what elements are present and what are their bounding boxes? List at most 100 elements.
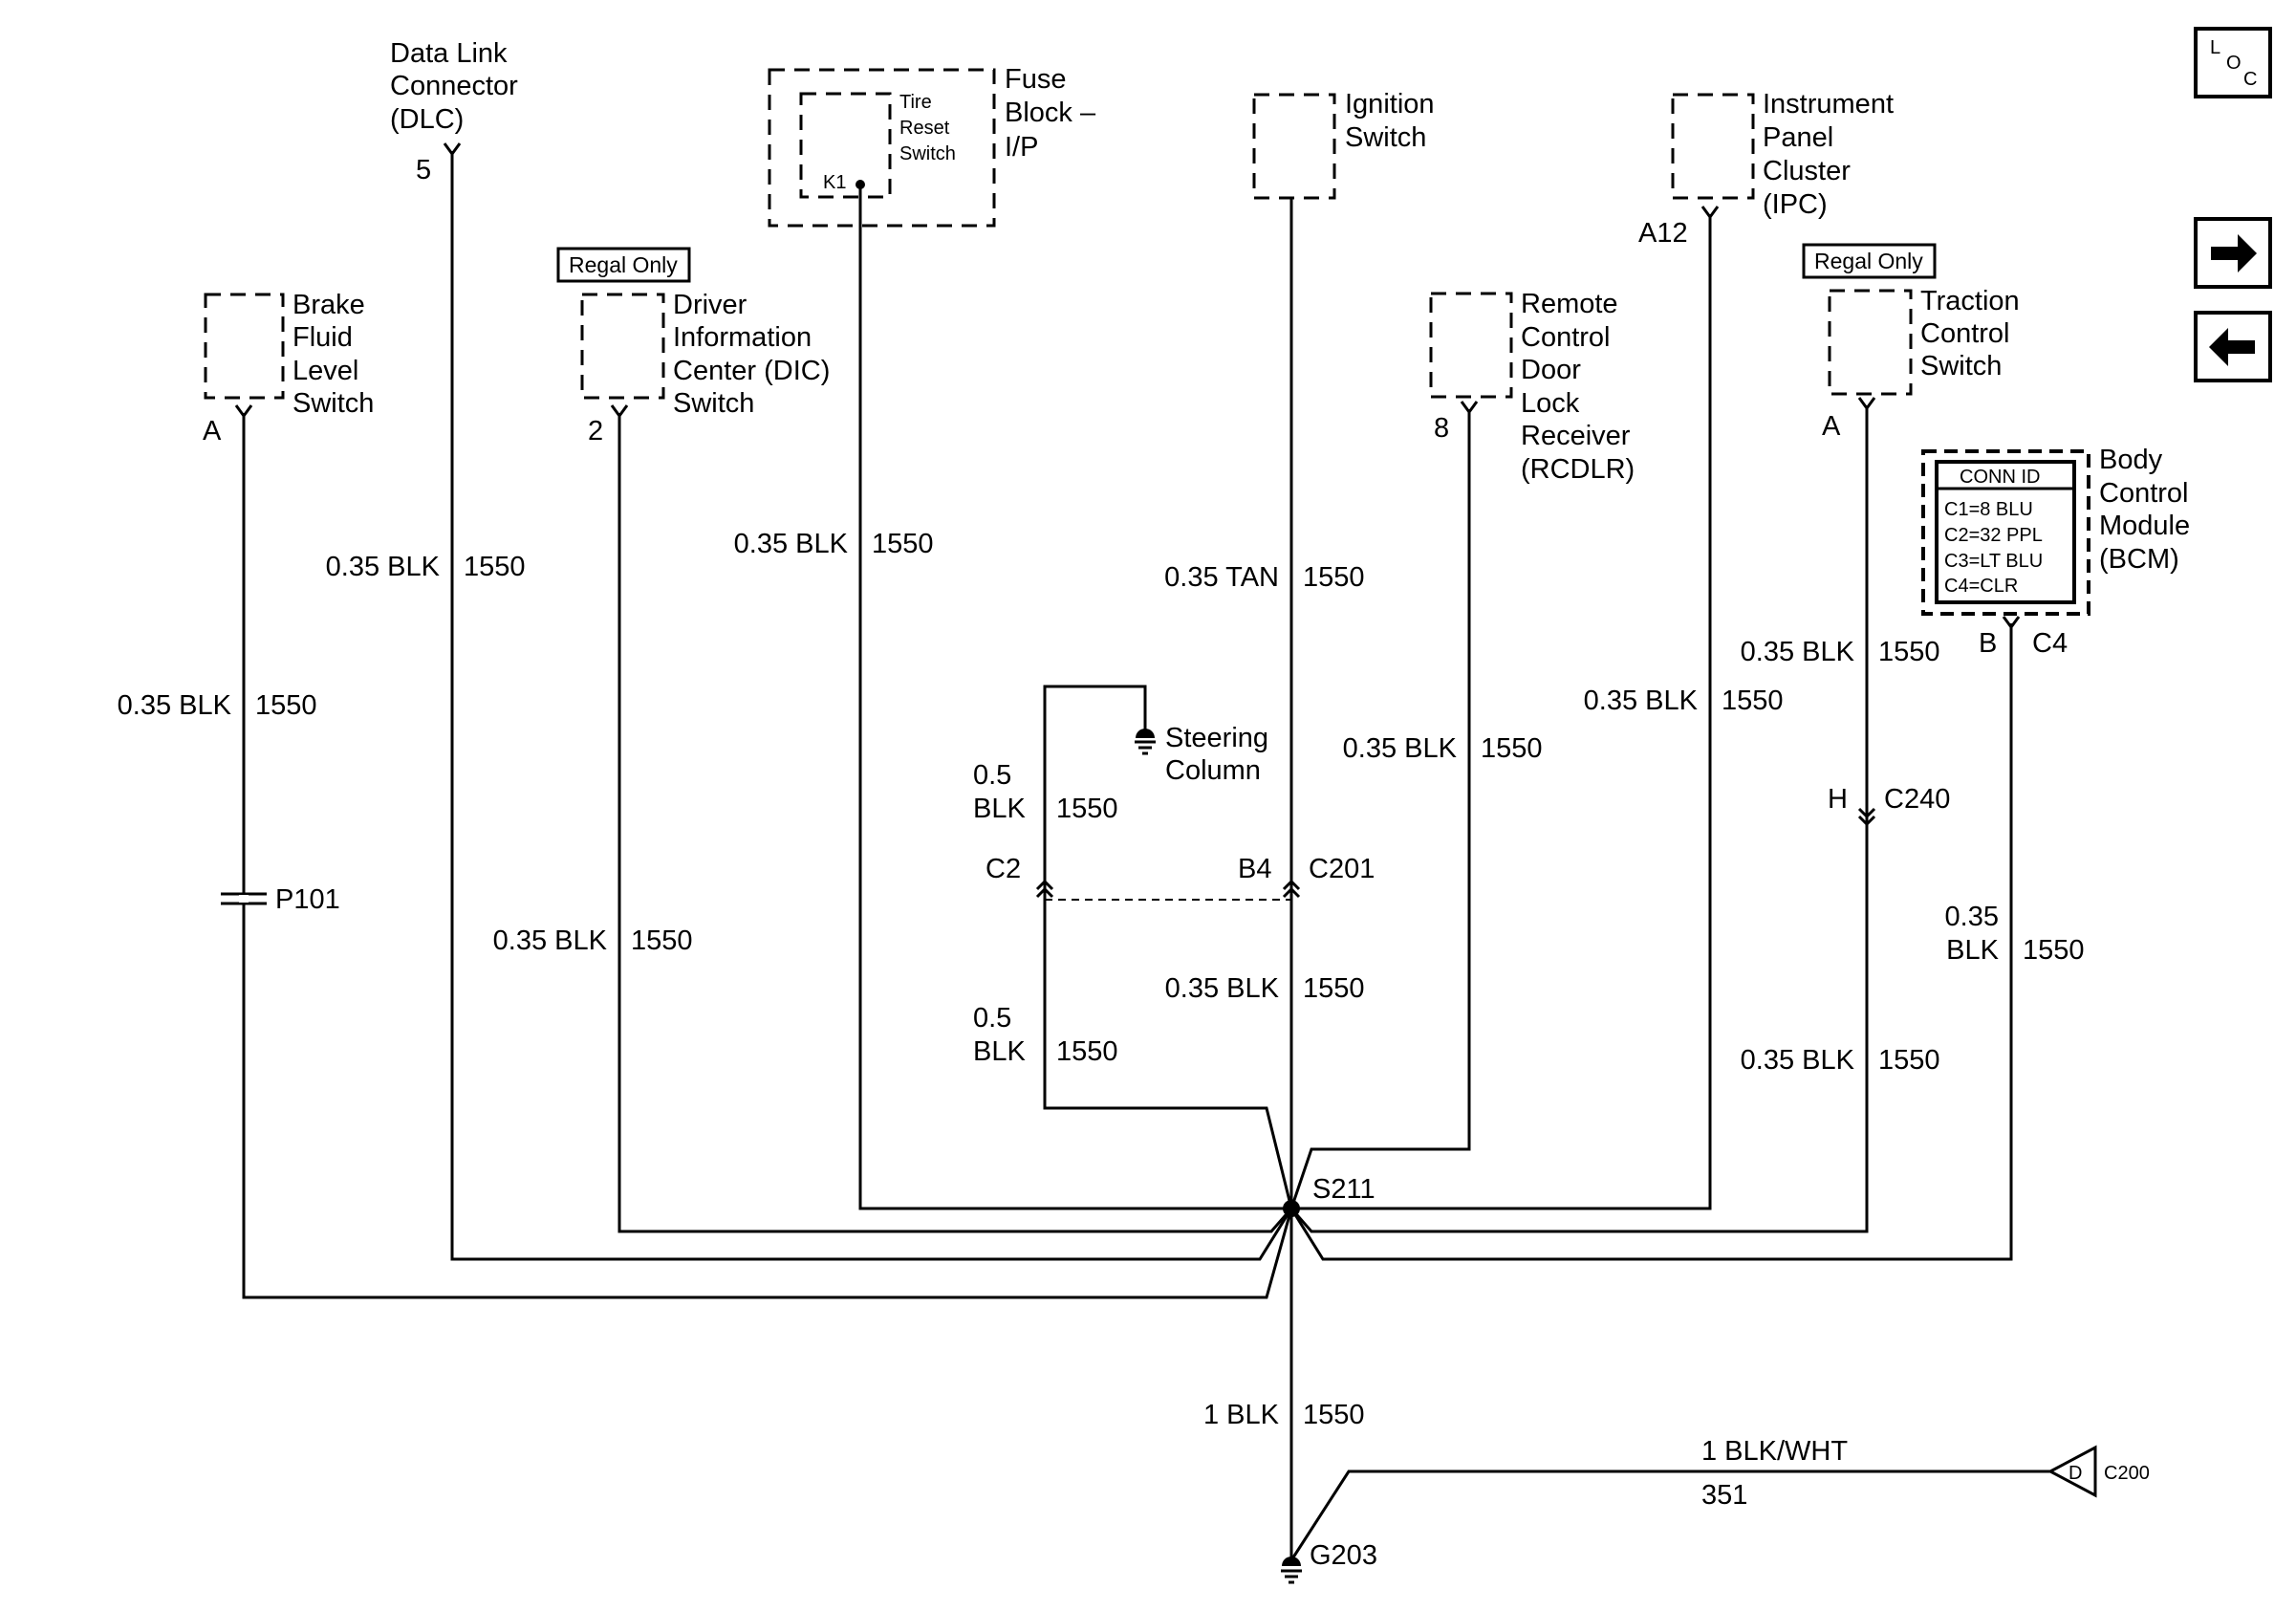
- wire-ign-circuit: 1550: [1303, 562, 1365, 593]
- bcm-pin-c4: C4: [2032, 628, 2068, 659]
- brake-label-3: Level: [292, 356, 358, 386]
- traction-pin: A: [1822, 411, 1841, 442]
- bcm-pin-b: B: [1979, 628, 1997, 659]
- wire-steer-upper-circuit: 1550: [1056, 794, 1118, 824]
- connectors: P101 C2 B4 C201 H C240 D C200: [221, 784, 2150, 1498]
- next-page-button[interactable]: [2194, 217, 2272, 289]
- rcdlr-label-6: (RCDLR): [1521, 454, 1635, 485]
- rcdlr-pin: 8: [1434, 413, 1449, 444]
- brake-label-1: Brake: [292, 290, 365, 320]
- connector-b4-c201: B4 C201: [1238, 854, 1375, 899]
- c201-symbol-top: [1282, 879, 1301, 891]
- wire-rcdlr-gauge: 0.35 BLK: [1343, 733, 1458, 764]
- c240-symbol-top: [1857, 807, 1876, 819]
- loc-button[interactable]: L O C: [2194, 27, 2272, 98]
- wire-bcm-gauge-1: 0.35: [1945, 902, 1999, 932]
- rcdlr-label-2: Control: [1521, 322, 1611, 353]
- wire-rcdlr-circuit: 1550: [1481, 733, 1543, 764]
- wire-dic-gauge: 0.35 BLK: [493, 925, 608, 956]
- traction-label-3: Switch: [1920, 351, 2002, 381]
- steering-label-2: Column: [1165, 755, 1261, 786]
- fuse-pin: K1: [823, 172, 846, 193]
- wire-steering: [1043, 685, 1293, 1209]
- ipc-outline: [1671, 93, 1755, 200]
- prev-page-button[interactable]: [2194, 311, 2272, 382]
- wire-tcs-upper-gauge: 0.35 BLK: [1741, 637, 1855, 667]
- wire-main-circuit: 1550: [1303, 1400, 1365, 1430]
- rcdlr-outline: [1429, 292, 1513, 399]
- c200-pin: D: [2069, 1463, 2082, 1484]
- bcm-conn-row-3: C3=LT BLU: [1944, 551, 2043, 572]
- brake-label-4: Switch: [292, 388, 374, 419]
- fuse-label-2: Block –: [1005, 98, 1096, 128]
- dic-label-3: Center (DIC): [673, 356, 830, 386]
- wire-bcm: [1289, 623, 2013, 1261]
- tire-reset-label-3: Switch: [899, 143, 956, 164]
- bcm-conn-row-1: C1=8 BLU: [1944, 499, 2033, 520]
- wire-bcm-circuit: 1550: [2023, 935, 2085, 966]
- c240-symbol-bottom: [1857, 815, 1876, 827]
- wire-dlc: [450, 151, 1293, 1261]
- ignition-outline: [1252, 93, 1336, 200]
- wire-steer-upper-gauge-1: 0.5: [973, 760, 1011, 791]
- brake-label-2: Fluid: [292, 322, 353, 353]
- wire-ipc-circuit: 1550: [1722, 686, 1784, 716]
- component-dic-switch: Regal Only 2 Driver Information Center (…: [556, 247, 830, 446]
- wire-steer-upper-gauge-2: BLK: [973, 794, 1026, 824]
- rcdlr-label-4: Lock: [1521, 388, 1580, 419]
- steering-ground-icon: [1136, 729, 1155, 738]
- tire-reset-label-2: Reset: [899, 118, 950, 139]
- traction-outline: [1828, 289, 1913, 396]
- bcm-label-1: Body: [2099, 445, 2163, 475]
- component-fuse-block: Tire Reset Switch K1 Fuse Block – I/P: [768, 64, 1096, 228]
- fuse-label-3: I/P: [1005, 132, 1038, 163]
- fuse-label-1: Fuse: [1005, 64, 1066, 95]
- h-label: H: [1828, 784, 1848, 815]
- component-brake-fluid-switch: A Brake Fluid Level Switch: [203, 290, 374, 446]
- p101-label: P101: [275, 884, 340, 915]
- traction-regal-badge-box: [1802, 243, 1937, 279]
- ipc-label-2: Panel: [1763, 122, 1833, 153]
- wire-ipc-gauge: 0.35 BLK: [1584, 686, 1699, 716]
- wire-labels: 0.35 BLK 1550 0.35 BLK 1550 0.35 TAN 155…: [118, 529, 2085, 1511]
- wire-branch-351: [1289, 1469, 2050, 1561]
- p101-gap: [239, 895, 249, 903]
- k1-pin-dot: [856, 180, 865, 189]
- wire-rcdlr: [1289, 409, 1471, 1209]
- tire-reset-label-1: Tire: [899, 92, 932, 113]
- bcm-pin-symbol: [2002, 616, 2021, 630]
- rcdlr-label-5: Receiver: [1521, 421, 1631, 451]
- connector-p101: P101: [221, 884, 340, 915]
- loc-icon-c: C: [2243, 69, 2257, 90]
- dlc-label-3: (DLC): [390, 104, 464, 135]
- wire-steer-lower-gauge-1: 0.5: [973, 1003, 1011, 1034]
- wire-dic-circuit: 1550: [631, 925, 693, 956]
- wire-traction: [1289, 405, 1869, 1233]
- wire-steer-lower-circuit: 1550: [1056, 1036, 1118, 1067]
- component-rcdlr: 8 Remote Control Door Lock Receiver (RCD…: [1429, 289, 1635, 485]
- wire-steer-lower-gauge-2: BLK: [973, 1036, 1026, 1067]
- component-steering-column: Steering Column: [1135, 723, 1268, 786]
- arrow-right-icon: [2211, 234, 2257, 272]
- bcm-label-3: Module: [2099, 511, 2190, 541]
- component-dlc: Data Link Connector (DLC) 5: [390, 38, 518, 185]
- wire-fuse-circuit: 1550: [872, 529, 934, 559]
- component-ipc: A12 Instrument Panel Cluster (IPC): [1638, 89, 1894, 249]
- fuse-block-outline: [768, 68, 996, 228]
- connector-c2: C2: [986, 854, 1054, 899]
- bcm-conn-id-title: CONN ID: [1960, 467, 2040, 488]
- bcm-outline: [1921, 449, 2090, 616]
- dic-label-2: Information: [673, 322, 812, 353]
- bcm-conn-row-2: C2=32 PPL: [1944, 525, 2043, 546]
- ipc-label-3: Cluster: [1763, 156, 1851, 186]
- c200-symbol: [2047, 1445, 2097, 1498]
- wire-fuse: [858, 185, 1291, 1210]
- ground-g203: G203: [1281, 1540, 1377, 1584]
- dic-pin: 2: [588, 416, 603, 446]
- brake-outline: [204, 293, 285, 400]
- loc-icon-l: L: [2210, 37, 2220, 58]
- loc-icon: [2194, 27, 2272, 98]
- c2-symbol-top: [1035, 879, 1054, 891]
- brake-pin: A: [203, 416, 222, 446]
